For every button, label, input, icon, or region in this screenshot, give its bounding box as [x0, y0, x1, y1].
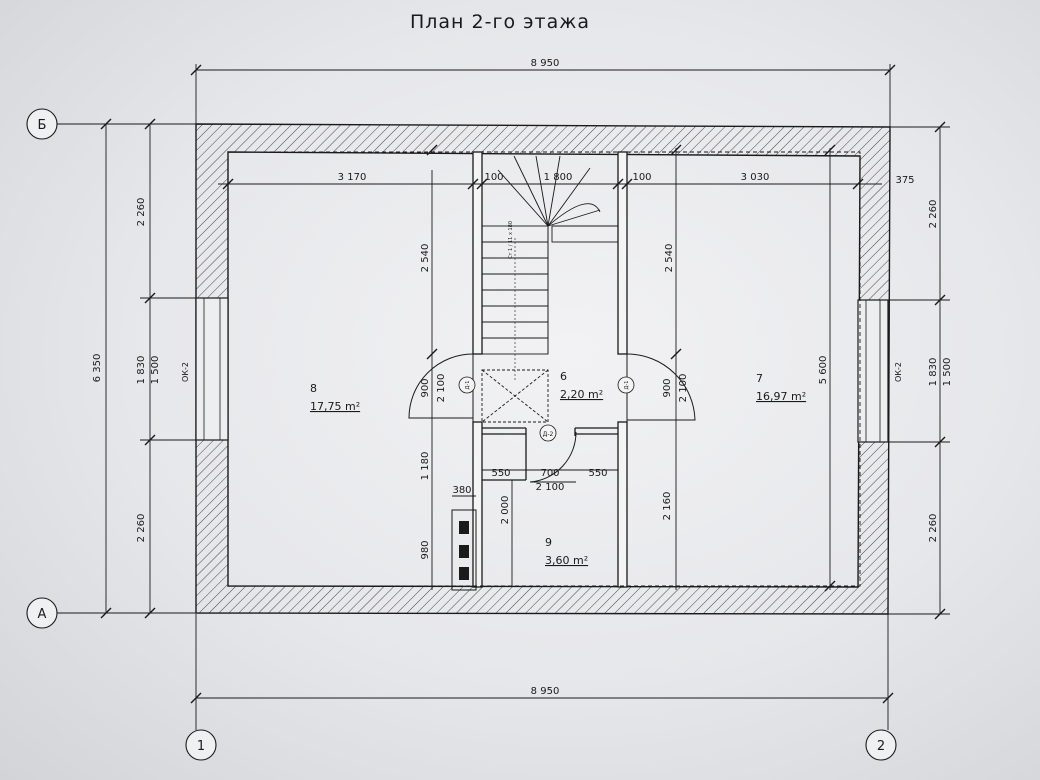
dim-seg-2000: 2 000 [500, 496, 511, 525]
dim-left-seg-mid: 1 830 [136, 356, 147, 385]
dim-right-seg-top: 2 260 [928, 200, 939, 229]
room-6-area: 2,20 m² [560, 388, 603, 401]
dim-right-room-depth: 5 600 [818, 356, 829, 385]
dim-left-seg-top: 2 260 [136, 198, 147, 227]
dim-corner-offset: 375 [895, 175, 914, 186]
dim-door-left-900: 900 [420, 378, 431, 397]
dim-left-seg-bottom: 2 260 [136, 514, 147, 543]
door-tags [458, 376, 635, 442]
partition-walls [227, 151, 861, 588]
dim-seg-980: 980 [420, 540, 431, 559]
axis-1: 1 [197, 739, 205, 754]
dim-right-seg-bottom: 2 260 [928, 514, 939, 543]
room-labels: 8 17,75 m² 6 2,20 m² 7 16,97 m² 9 3,60 m… [310, 370, 806, 567]
dimension-lines [62, 64, 950, 730]
window-label-right: ОК-2 [894, 362, 903, 382]
dim-seg-1180: 1 180 [420, 452, 431, 481]
room-8-area: 17,75 m² [310, 400, 360, 413]
axis-a: А [38, 607, 47, 622]
dim-wall-b: 100 [632, 172, 651, 183]
dim-seg-2100-bottom: 2 100 [536, 482, 565, 493]
window-label-left: ОК-2 [181, 362, 190, 382]
dimension-texts: 8 950 8 950 6 350 2 260 1 830 1 500 2 26… [92, 58, 953, 697]
room-9-number: 9 [545, 536, 552, 549]
dim-right-window: 1 500 [942, 358, 953, 387]
room-7-area: 16,97 m² [756, 390, 806, 403]
dim-door-right-2100: 2 100 [678, 374, 689, 403]
axis-markers [26, 108, 897, 761]
dim-left-window: 1 500 [150, 356, 161, 385]
dim-room-right-width: 3 030 [741, 172, 770, 183]
dim-door-right-900: 900 [662, 378, 673, 397]
axis-2: 2 [877, 739, 885, 754]
window-right [857, 299, 889, 443]
dim-seg-2160: 2 160 [662, 492, 673, 521]
room-8-number: 8 [310, 382, 317, 395]
dim-seg-550-left: 550 [491, 468, 510, 479]
dim-seg-550-right: 550 [588, 468, 607, 479]
dim-right-seg-mid: 1 830 [928, 358, 939, 387]
dimension-ticks [100, 64, 946, 704]
dim-seg-700: 700 [540, 468, 559, 479]
vent-shafts [451, 509, 477, 591]
door-label-right: Д-1 [624, 381, 630, 390]
dim-left-room-upper: 2 540 [420, 244, 431, 273]
dim-stair-width: 1 800 [544, 172, 573, 183]
room-7-number: 7 [756, 372, 763, 385]
door-label-wc: Д-2 [543, 431, 554, 438]
plan-title: План 2-го этажа [410, 11, 590, 33]
door-wc [529, 431, 577, 483]
stair-note: Ст 1 / 11 х 180 [508, 221, 514, 259]
dim-wall-a: 100 [484, 172, 503, 183]
room-9-area: 3,60 m² [545, 554, 588, 567]
dim-room-left-width: 3 170 [338, 172, 367, 183]
staircase [481, 155, 619, 423]
room-6-number: 6 [560, 370, 567, 383]
door-label-left: Д-1 [465, 381, 471, 390]
dim-right-room-upper: 2 540 [664, 244, 675, 273]
dim-door-left-2100: 2 100 [436, 374, 447, 403]
axis-b: Б [38, 118, 47, 133]
dim-overall-height: 6 350 [92, 354, 103, 383]
window-left [195, 297, 229, 441]
dim-overall-width-top: 8 950 [531, 58, 560, 69]
dim-overall-width-bottom: 8 950 [531, 686, 560, 697]
dim-seg-380: 380 [452, 485, 471, 496]
